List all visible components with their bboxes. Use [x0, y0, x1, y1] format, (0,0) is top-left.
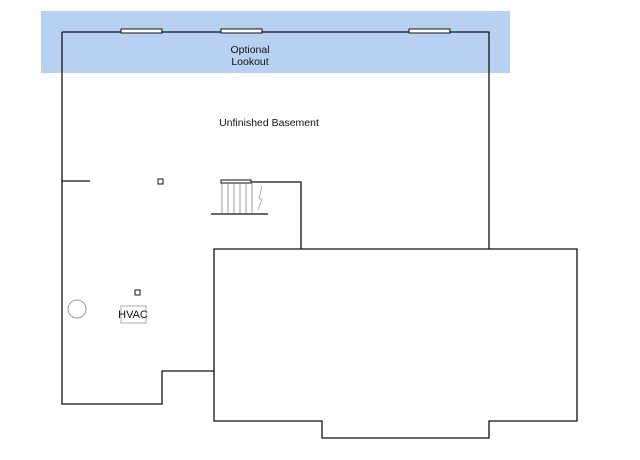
basement-outer-wall	[61, 31, 490, 405]
right-area-outline	[213, 248, 578, 439]
window	[120, 28, 163, 34]
window	[220, 28, 263, 34]
stair-direction-arrow	[257, 185, 263, 211]
water-heater	[67, 299, 87, 319]
optional-lookout-label-line1: Optional	[230, 44, 270, 56]
hvac-label: HVAC	[118, 309, 148, 321]
support-post	[157, 178, 164, 185]
stairs	[211, 179, 268, 215]
optional-lookout-label: Optional Lookout	[190, 44, 310, 68]
stair-landing-rail	[220, 179, 252, 184]
optional-lookout-label-line2: Lookout	[231, 56, 269, 68]
support-post	[134, 289, 141, 296]
window	[408, 28, 451, 34]
unfinished-basement-label: Unfinished Basement	[219, 117, 319, 129]
hvac-unit	[120, 305, 147, 324]
basement-windows	[120, 28, 451, 34]
optional-lookout-zone	[41, 11, 510, 73]
